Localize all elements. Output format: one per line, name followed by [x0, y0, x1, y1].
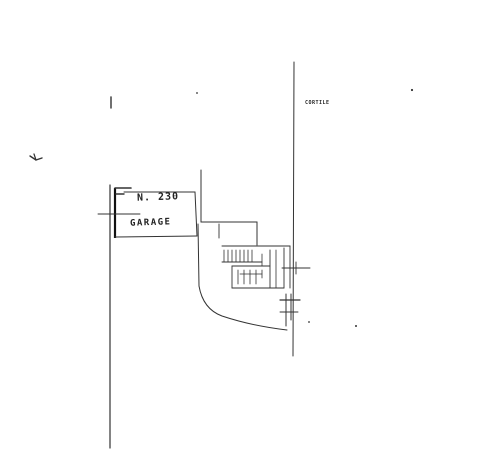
left-boundary-wall [109, 96, 112, 449]
garage-name-label: GARAGE [129, 217, 172, 229]
right-boundary-wall [292, 61, 295, 357]
wall-section-marks [279, 261, 311, 327]
courtyard-label: CORTILE [305, 100, 330, 106]
north-arrow-icon [29, 153, 43, 161]
scan-specks [196, 88, 414, 327]
garage-unit [97, 187, 198, 238]
partition-wall [200, 169, 258, 246]
curved-ramp-wall [197, 223, 288, 331]
garage-number-label: N. 230 [136, 191, 180, 204]
staircase [221, 245, 291, 289]
